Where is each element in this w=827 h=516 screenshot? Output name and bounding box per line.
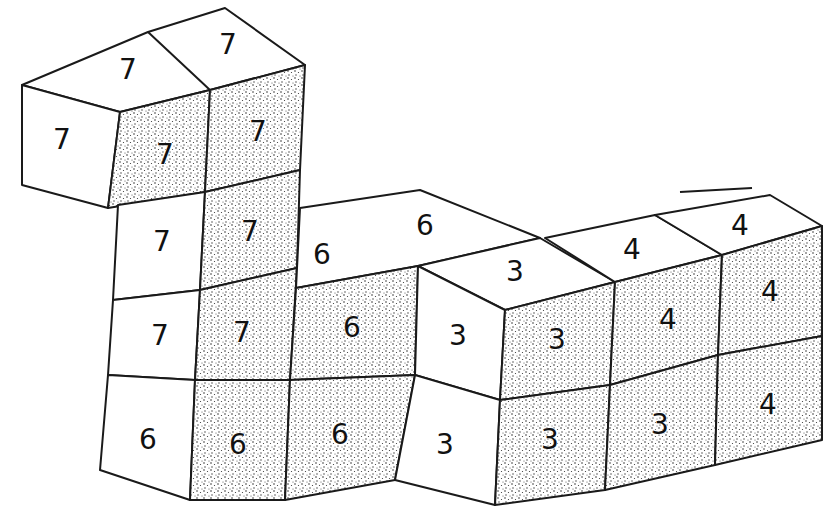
face-number: 6 [139,426,157,454]
cube-shaded-face [195,268,297,380]
cube-side-face [113,192,205,300]
cube-side-face [100,375,195,500]
face-number: 7 [241,218,259,246]
face-number: 7 [153,228,171,256]
face-number: 3 [541,426,559,454]
face-number: 6 [343,314,361,342]
cube-side-face [108,290,200,380]
face-number: 7 [219,31,237,59]
cube-edge [680,188,752,192]
face-number: 7 [233,319,251,347]
cube-shaded-face [500,282,615,400]
face-number: 3 [651,411,669,439]
face-number: 6 [229,431,247,459]
face-number: 4 [759,391,777,419]
cube-shaded-face [495,385,610,505]
cube-shaded-face [290,266,418,380]
face-number: 3 [449,322,467,350]
cube-faces [22,8,822,505]
face-number: 7 [53,126,71,154]
face-number: 6 [313,241,331,269]
face-number: 7 [119,56,137,84]
face-number: 3 [506,258,524,286]
cube-shaded-face [605,355,718,490]
cube-shaded-face [718,226,822,355]
cube-edge [148,32,210,90]
face-number: 3 [436,431,454,459]
face-number: 4 [761,278,779,306]
face-number: 3 [548,326,566,354]
cube-shaded-face [285,375,415,500]
face-number: 6 [331,421,349,449]
cube-shaded-face [190,380,290,500]
cube-side-face [395,375,500,505]
face-number: 4 [731,212,749,240]
cube-shaded-face [108,90,210,208]
face-number: 4 [623,236,641,264]
face-number: 7 [151,322,169,350]
face-number: 7 [156,141,174,169]
face-number: 6 [416,212,434,240]
cube-shaded-face [715,336,822,465]
cube-side-face [22,85,120,208]
face-number: 4 [659,306,677,334]
face-number: 7 [249,118,267,146]
